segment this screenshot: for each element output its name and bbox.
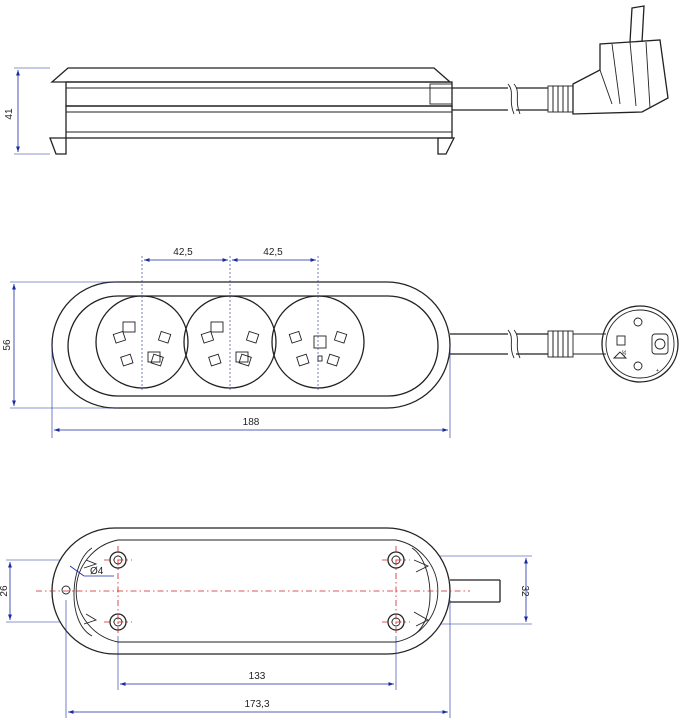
top-view: 42,5 42,5 56 188 xyxy=(2,247,679,438)
dim-total-length: 188 xyxy=(243,417,260,428)
bottom-view: Ø4 26 32 133 173,3 xyxy=(0,527,532,718)
dim-bottom-left-height: 26 xyxy=(0,585,10,597)
side-plug-pin xyxy=(629,5,645,43)
dim-top-height: 56 xyxy=(2,339,13,351)
side-lid xyxy=(50,67,452,83)
dim-hole-spacing: 133 xyxy=(249,671,266,682)
dim-bottom-length: 173,3 xyxy=(244,699,269,710)
side-foot-left xyxy=(49,137,67,155)
plug-rating: 30 xyxy=(620,350,626,356)
dim-bottom-right-height: 32 xyxy=(519,585,530,597)
dim-hole-diameter: Ø4 xyxy=(90,566,104,577)
cord-boot xyxy=(429,83,453,105)
side-plug xyxy=(572,39,669,115)
dim-pitch-2: 42,5 xyxy=(263,247,283,258)
side-base xyxy=(65,105,453,139)
svg-text:+: + xyxy=(656,368,659,374)
plug-face: 30 + xyxy=(601,305,679,383)
side-strain-relief xyxy=(547,85,574,113)
side-foot-right xyxy=(437,137,456,155)
plug-pin-top xyxy=(633,317,643,327)
top-inner-shell xyxy=(67,295,439,397)
dim-pitch-1: 42,5 xyxy=(173,247,193,258)
plug-pin-bottom xyxy=(633,361,643,371)
side-body xyxy=(65,81,453,107)
side-view: 41 xyxy=(4,5,669,155)
dim-side-height: 41 xyxy=(4,108,15,120)
top-strain-relief xyxy=(547,330,574,358)
